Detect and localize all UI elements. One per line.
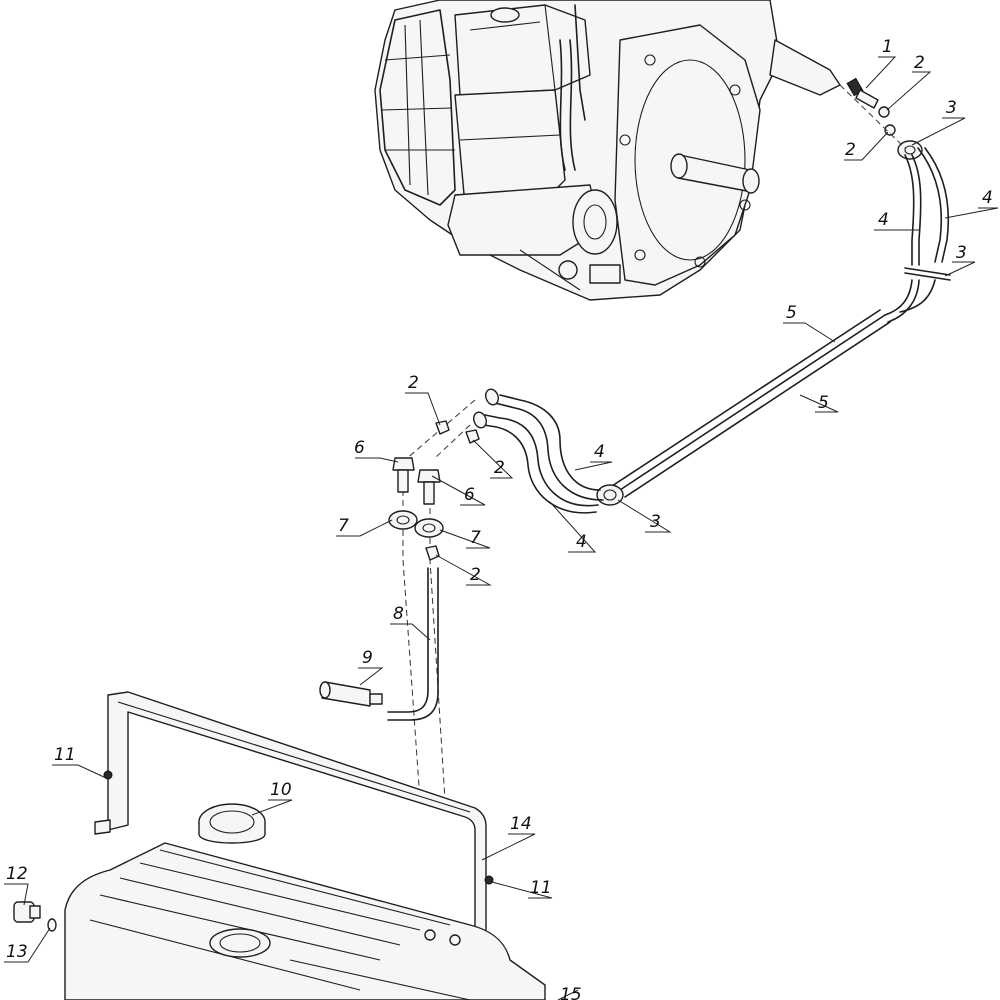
callout-11: 11 xyxy=(54,745,76,765)
callout-2: 2 xyxy=(470,565,481,585)
callout-7: 7 xyxy=(338,516,349,536)
callout-4: 4 xyxy=(594,442,605,462)
upper-banjo-fitting xyxy=(839,77,923,160)
callout-labels: 1 2 2 3 4 4 3 5 5 2 6 2 4 6 3 7 7 4 2 8 … xyxy=(6,37,993,1000)
fuel-tank xyxy=(13,842,546,1000)
callout-8: 8 xyxy=(393,604,404,624)
callout-12: 12 xyxy=(6,864,28,884)
callout-5: 5 xyxy=(818,393,829,413)
callout-10: 10 xyxy=(270,780,292,800)
callout-7: 7 xyxy=(470,528,481,548)
callout-4: 4 xyxy=(878,210,889,230)
fuel-tube-and-fitting xyxy=(319,567,439,721)
filler-cap xyxy=(198,803,266,844)
callout-6: 6 xyxy=(464,485,475,505)
callout-2: 2 xyxy=(408,373,419,393)
callout-3: 3 xyxy=(650,512,661,532)
callout-6: 6 xyxy=(354,438,365,458)
tank-bracket xyxy=(94,691,494,951)
callout-13: 13 xyxy=(6,942,28,962)
callout-3: 3 xyxy=(956,243,967,263)
callout-9: 9 xyxy=(362,648,373,668)
callout-14: 14 xyxy=(510,814,532,834)
callout-5: 5 xyxy=(786,303,797,323)
callout-4: 4 xyxy=(982,188,993,208)
callout-15: 15 xyxy=(560,985,582,1000)
callout-leaders xyxy=(4,56,999,1000)
callout-2: 2 xyxy=(494,458,505,478)
callout-2: 2 xyxy=(914,53,925,73)
callout-3: 3 xyxy=(946,98,957,118)
banjo-bolts-and-washers xyxy=(388,399,480,801)
callout-11: 11 xyxy=(530,878,552,898)
callout-1: 1 xyxy=(882,37,893,57)
oil-pipes xyxy=(473,147,951,514)
callout-2: 2 xyxy=(845,140,856,160)
callout-4: 4 xyxy=(576,532,587,552)
engine-assembly xyxy=(374,0,841,301)
